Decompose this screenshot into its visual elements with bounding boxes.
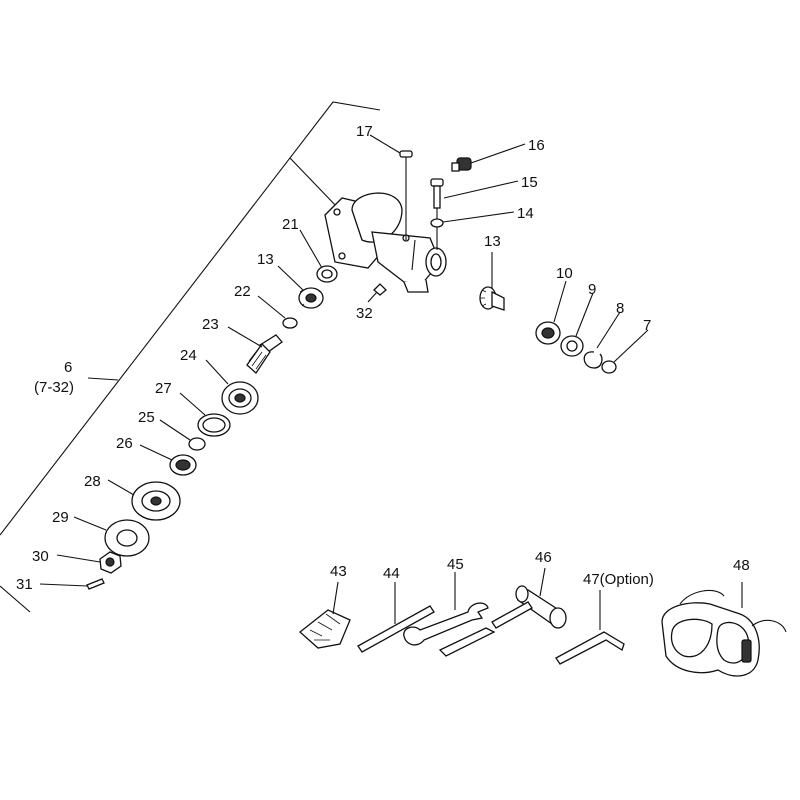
part-31-pin	[39, 578, 105, 590]
label-10: 10	[556, 265, 573, 282]
part-9-bearing	[560, 292, 594, 357]
label-46: 46	[535, 549, 552, 566]
part-24-ball-bearing-icon	[205, 359, 259, 415]
part-21-bearing	[299, 229, 338, 283]
part-46-box-spanner	[491, 567, 567, 629]
part-13-pinion-gear	[479, 252, 505, 311]
part-8-snap-ring	[583, 311, 621, 369]
gear-case-housing-icon	[324, 192, 447, 293]
label-48: 48	[733, 557, 750, 574]
label-32: 32	[356, 305, 373, 322]
part-25-washer	[159, 419, 206, 451]
label-7: 7	[643, 317, 651, 334]
part-26-bearing	[139, 444, 197, 476]
part-labels: 6 (7-32) 7 8 9 10 13 13 14 15 16 17 21 2…	[16, 123, 750, 593]
part-10-bearing	[535, 280, 567, 345]
label-22: 22	[234, 283, 251, 300]
part-28-holder	[107, 479, 181, 521]
part-48-safety-goggles-icon	[661, 582, 787, 677]
label-15: 15	[521, 174, 538, 191]
label-6-range: (7-32)	[34, 379, 74, 396]
label-27: 27	[155, 380, 172, 397]
label-44: 44	[383, 565, 400, 582]
label-47-option: 47(Option)	[583, 571, 654, 588]
part-27-snap-ring-icon	[179, 392, 231, 437]
label-13-right: 13	[484, 233, 501, 250]
label-23: 23	[202, 316, 219, 333]
part-30-nut	[56, 551, 122, 574]
part-22-ring	[257, 295, 298, 329]
part-29-plate	[73, 516, 150, 557]
label-21: 21	[282, 216, 299, 233]
part-16-plug	[451, 143, 526, 172]
label-43: 43	[330, 563, 347, 580]
part-47-hex-key-icon	[555, 590, 625, 665]
part-14-washer	[430, 211, 515, 228]
label-45: 45	[447, 556, 464, 573]
part-44-rod	[357, 582, 435, 653]
label-14: 14	[517, 205, 534, 222]
part-13-bevel-gear	[277, 265, 324, 309]
label-30: 30	[32, 548, 49, 565]
label-26: 26	[116, 435, 133, 452]
label-13-left: 13	[257, 251, 274, 268]
part-23-shaft	[227, 326, 283, 374]
label-28: 28	[84, 473, 101, 490]
label-24: 24	[180, 347, 197, 364]
label-29: 29	[52, 509, 69, 526]
part-15-bolt	[430, 178, 519, 250]
label-17: 17	[356, 123, 373, 140]
label-31: 31	[16, 576, 33, 593]
part-43-tool-bag	[298, 581, 351, 649]
assembly-bracket	[0, 101, 381, 613]
label-8: 8	[616, 300, 624, 317]
label-16: 16	[528, 137, 545, 154]
part-32-washer	[367, 283, 387, 303]
label-9: 9	[588, 281, 596, 298]
part-17-screw	[369, 134, 413, 240]
label-25: 25	[138, 409, 155, 426]
part-7-ring	[601, 329, 649, 374]
part-45-open-end-wrench-icon	[403, 572, 496, 657]
label-6: 6	[64, 359, 72, 376]
